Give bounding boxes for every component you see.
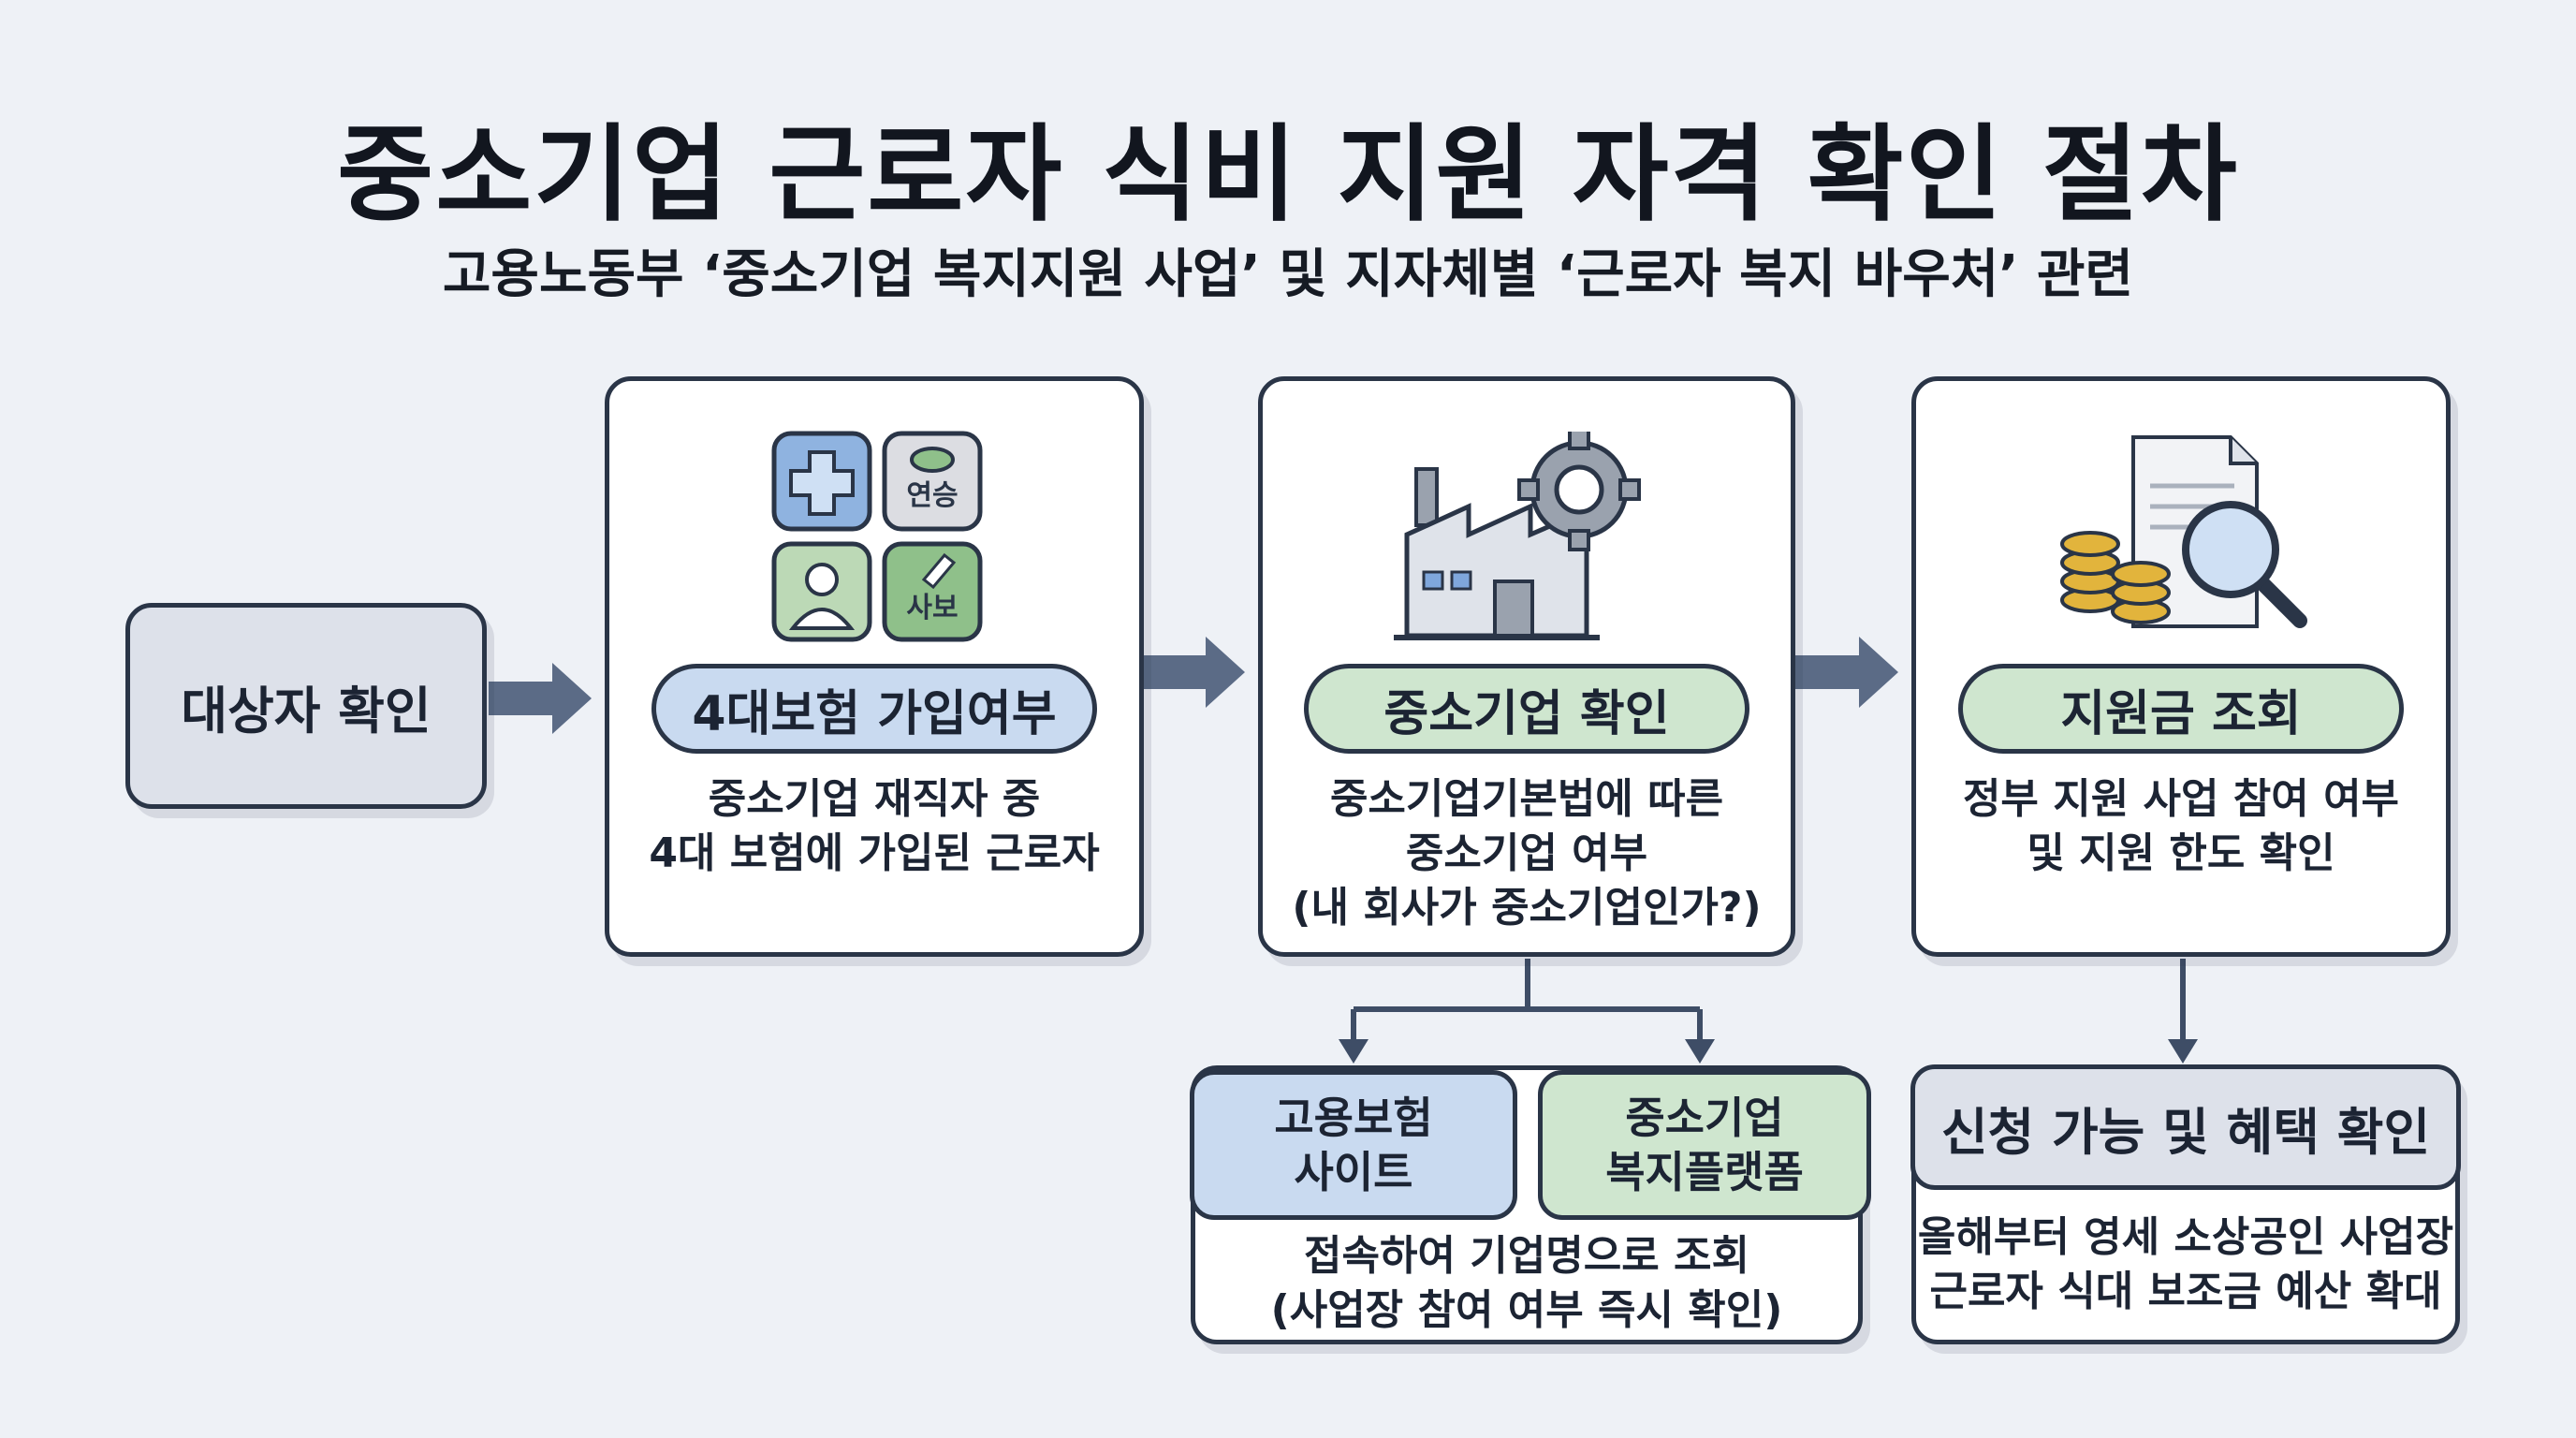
desc-line: 근로자 식대 보조금 예산 확대 bbox=[1929, 1268, 2442, 1315]
option-line: 사이트 bbox=[1294, 1147, 1413, 1197]
option-line: 중소기업 bbox=[1625, 1093, 1784, 1143]
arrow-step1-to-step2 bbox=[1144, 637, 1245, 708]
desc-line: (내 회사가 중소기업인가?) bbox=[1292, 884, 1762, 932]
desc-line: 중소기업기본법에 따른 bbox=[1329, 775, 1724, 823]
step-label-text: 4대보험 가입여부 bbox=[692, 685, 1057, 742]
mask-icon: 연승 bbox=[882, 431, 983, 532]
step-card-insurance: 연승 사보 4대보험 가입여부 중소기업 재직자 중 4대 보험에 가입된 근로… bbox=[605, 376, 1144, 957]
desc-line: 접속하여 기업명으로 조회 bbox=[1304, 1232, 1749, 1280]
insurance-icons: 연승 사보 bbox=[771, 431, 983, 642]
lookup-desc: 접속하여 기업명으로 조회 (사업장 참여 여부 즉시 확인) bbox=[1195, 1229, 1858, 1338]
desc-line: 4대 보험에 가입된 근로자 bbox=[649, 829, 1100, 877]
result-label: 신청 가능 및 혜택 확인 bbox=[1910, 1064, 2461, 1190]
step-label-insurance: 4대보험 가입여부 bbox=[651, 664, 1097, 754]
desc-line: 및 지원 한도 확인 bbox=[2027, 829, 2335, 877]
arrowhead-result bbox=[2168, 1039, 2198, 1064]
step-label-text: 지원금 조회 bbox=[2060, 685, 2302, 742]
lookup-option-sme-platform: 중소기업 복지플랫폼 bbox=[1538, 1070, 1871, 1220]
option-line: 고용보험 bbox=[1274, 1093, 1433, 1143]
desc-line: 정부 지원 사업 참여 여부 bbox=[1962, 775, 2400, 823]
arrowhead-lookup-left bbox=[1339, 1039, 1368, 1064]
option-line: 복지플랫폼 bbox=[1605, 1147, 1804, 1197]
gear-icon bbox=[1517, 432, 1641, 551]
magnifier-icon bbox=[2182, 501, 2307, 628]
step-desc-subsidy: 정부 지원 사업 참여 여부 및 지원 한도 확인 bbox=[1916, 772, 2446, 881]
step-card-sme: 중소기업 확인 중소기업기본법에 따른 중소기업 여부 (내 회사가 중소기업인… bbox=[1258, 376, 1795, 957]
coin-stack-icon bbox=[2060, 531, 2171, 624]
lookup-option-employment-insurance: 고용보험 사이트 bbox=[1190, 1070, 1517, 1220]
start-label: 대상자 확인 bbox=[181, 681, 432, 741]
step-card-subsidy: 지원금 조회 정부 지원 사업 참여 여부 및 지원 한도 확인 bbox=[1911, 376, 2451, 957]
result-panel: 신청 가능 및 혜택 확인 올해부터 영세 소상공인 사업장 근로자 식대 보조… bbox=[1910, 1064, 2461, 1344]
desc-line: 중소기업 여부 bbox=[1405, 829, 1648, 877]
connector-step2-branch bbox=[1351, 959, 1703, 1047]
diagram-title: 중소기업 근로자 식비 지원 자격 확인 절차 bbox=[337, 114, 2239, 236]
desc-line: 중소기업 재직자 중 bbox=[708, 775, 1041, 823]
arrow-start-to-step1 bbox=[489, 663, 592, 734]
factory-icon bbox=[1394, 432, 1641, 640]
pen-tile-text: 사보 bbox=[906, 592, 958, 624]
step-label-subsidy: 지원금 조회 bbox=[1958, 664, 2404, 754]
step-label-text: 중소기업 확인 bbox=[1383, 685, 1670, 742]
diagram-subtitle: 고용노동부 ‘중소기업 복지지원 사업’ 및 지자체별 ‘근로자 복지 바우처’… bbox=[442, 244, 2134, 305]
arrow-step2-to-step3 bbox=[1795, 637, 1898, 708]
arrowhead-lookup-right bbox=[1685, 1039, 1715, 1064]
pen-icon: 사보 bbox=[882, 541, 983, 642]
medical-cross-icon bbox=[771, 431, 872, 532]
step-desc-insurance: 중소기업 재직자 중 4대 보험에 가입된 근로자 bbox=[609, 772, 1139, 881]
result-label-text: 신청 가능 및 혜택 확인 bbox=[1940, 1102, 2431, 1162]
worker-icon bbox=[771, 541, 872, 642]
mask-tile-text: 연승 bbox=[906, 479, 958, 512]
step-label-sme: 중소기업 확인 bbox=[1304, 664, 1749, 754]
desc-line: 올해부터 영세 소상공인 사업장 bbox=[1917, 1213, 2454, 1261]
desc-line: (사업장 참여 여부 즉시 확인) bbox=[1270, 1286, 1783, 1334]
result-desc: 올해부터 영세 소상공인 사업장 근로자 식대 보조금 예산 확대 bbox=[1916, 1211, 2455, 1319]
subsidy-icons bbox=[2060, 435, 2307, 628]
step-desc-sme: 중소기업기본법에 따른 중소기업 여부 (내 회사가 중소기업인가?) bbox=[1263, 772, 1791, 935]
start-box: 대상자 확인 bbox=[125, 603, 487, 809]
lookup-panel: 고용보험 사이트 중소기업 복지플랫폼 접속하여 기업명으로 조회 (사업장 참… bbox=[1190, 1065, 1871, 1344]
